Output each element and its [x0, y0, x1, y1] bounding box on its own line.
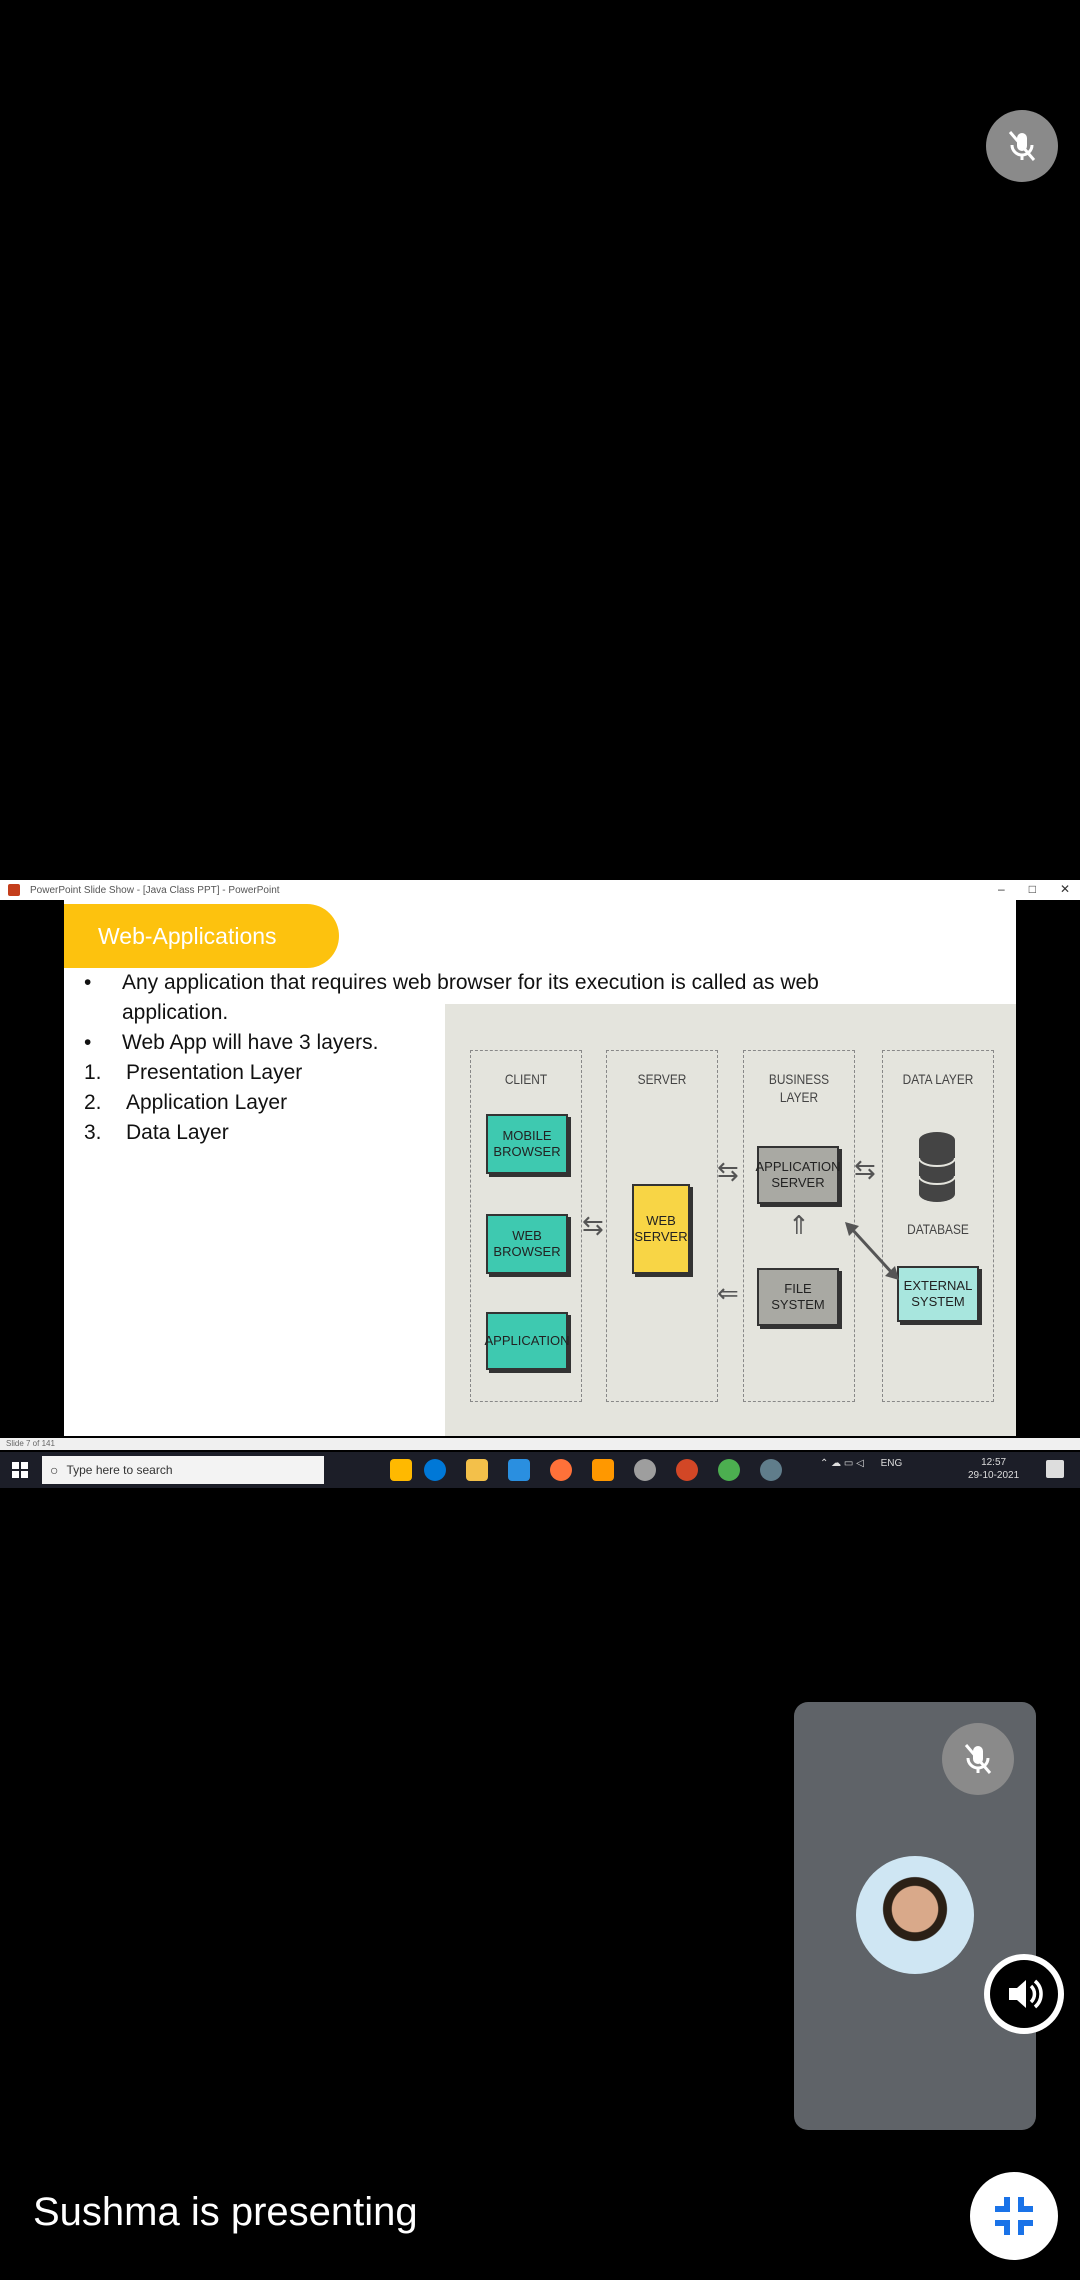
speaker-icon [1009, 1979, 1043, 2009]
diagonal-arrow-icon [845, 1222, 899, 1280]
exit-fullscreen-button[interactable] [970, 2172, 1058, 2260]
settings-icon[interactable] [634, 1459, 656, 1481]
arrow-icon: ⇆ [854, 1154, 876, 1184]
slide-title: Web-Applications [64, 904, 339, 968]
powerpoint-icon [8, 884, 20, 896]
edge-icon[interactable] [424, 1459, 446, 1481]
file-explorer-icon[interactable] [466, 1459, 488, 1481]
participant-mic-off-indicator [942, 1723, 1014, 1795]
search-icon: ○ [50, 1462, 59, 1478]
close-icon[interactable]: ✕ [1059, 882, 1070, 896]
application-box: APPLICATION [485, 1312, 570, 1370]
taskbar-clock[interactable]: 12:57 29-10-2021 [968, 1456, 1019, 1482]
client-column [470, 1050, 582, 1402]
language-indicator[interactable]: ENG [880, 1458, 903, 1469]
column-header: DATA LAYER [902, 1071, 974, 1087]
architecture-diagram: CLIENT SERVER BUSINESS LAYER DATA LAYER … [445, 1004, 1016, 1436]
database-label: DATABASE [907, 1221, 969, 1237]
mail-icon[interactable] [508, 1459, 530, 1481]
file-system-box: FILE SYSTEM [757, 1268, 839, 1326]
notification-icon[interactable] [1046, 1460, 1064, 1478]
mic-off-icon [964, 1744, 992, 1774]
column-header: CLIENT [504, 1071, 548, 1087]
minimize-icon[interactable]: – [998, 882, 1005, 896]
exit-fullscreen-icon [995, 2197, 1033, 2235]
bullet-item: •Web App will have 3 layers. [84, 1031, 379, 1054]
firefox-icon[interactable] [550, 1459, 572, 1481]
arrow-icon: ⇆ [582, 1210, 604, 1240]
audio-button[interactable] [984, 1954, 1064, 2034]
numbered-item: 3.Data Layer [84, 1121, 229, 1144]
column-header: SERVER [637, 1071, 687, 1087]
numbered-item: 2.Application Layer [84, 1091, 288, 1114]
store-icon[interactable] [390, 1459, 412, 1481]
web-browser-box: WEB BROWSER [486, 1214, 568, 1274]
arrow-icon: ⇑ [788, 1210, 810, 1240]
bullet-item: application. [122, 1001, 229, 1024]
numbered-item: 1.Presentation Layer [84, 1061, 303, 1084]
app-icon[interactable] [760, 1459, 782, 1481]
server-column [606, 1050, 718, 1402]
powerpoint-title-bar: PowerPoint Slide Show - [Java Class PPT]… [0, 880, 1080, 900]
clock-time: 12:57 [981, 1457, 1007, 1468]
arrow-icon: ⇆ [717, 1156, 739, 1186]
mic-off-button[interactable] [986, 110, 1058, 182]
windows-start-icon[interactable] [12, 1462, 28, 1478]
clock-date: 29-10-2021 [968, 1470, 1020, 1481]
mic-off-icon [1008, 131, 1036, 161]
slide-counter: Slide 7 of 141 [6, 1439, 55, 1448]
search-placeholder: Type here to search [66, 1463, 173, 1477]
web-server-box: WEB SERVER [632, 1184, 690, 1274]
bullet-item: •Any application that requires web brows… [84, 971, 819, 994]
participant-avatar [856, 1856, 974, 1974]
arrow-icon: ⇐ [717, 1278, 739, 1308]
sublime-icon[interactable] [592, 1459, 614, 1481]
slide-status-bar: Slide 7 of 141 [0, 1438, 1080, 1450]
system-tray: ⌃ ☁ ▭ ◁ ENG [820, 1458, 902, 1469]
window-title: PowerPoint Slide Show - [Java Class PPT]… [30, 884, 280, 896]
slide-bullets: •Any application that requires web brows… [84, 968, 924, 1148]
database-icon [918, 1132, 956, 1202]
application-server-box: APPLICATION SERVER [756, 1146, 841, 1204]
column-header: BUSINESS LAYER [768, 1071, 830, 1105]
mobile-browser-box: MOBILE BROWSER [486, 1114, 568, 1174]
taskbar-search-input[interactable]: ○ Type here to search [42, 1456, 324, 1484]
chrome-icon[interactable] [718, 1459, 740, 1481]
maximize-icon[interactable]: □ [1028, 882, 1036, 896]
powerpoint-taskbar-icon[interactable] [676, 1459, 698, 1481]
data-column [882, 1050, 994, 1402]
tray-icons[interactable]: ⌃ ☁ ▭ ◁ [820, 1458, 864, 1469]
external-system-box: EXTERNAL SYSTEM [897, 1266, 979, 1322]
presenting-status: Sushma is presenting [33, 2190, 418, 2234]
